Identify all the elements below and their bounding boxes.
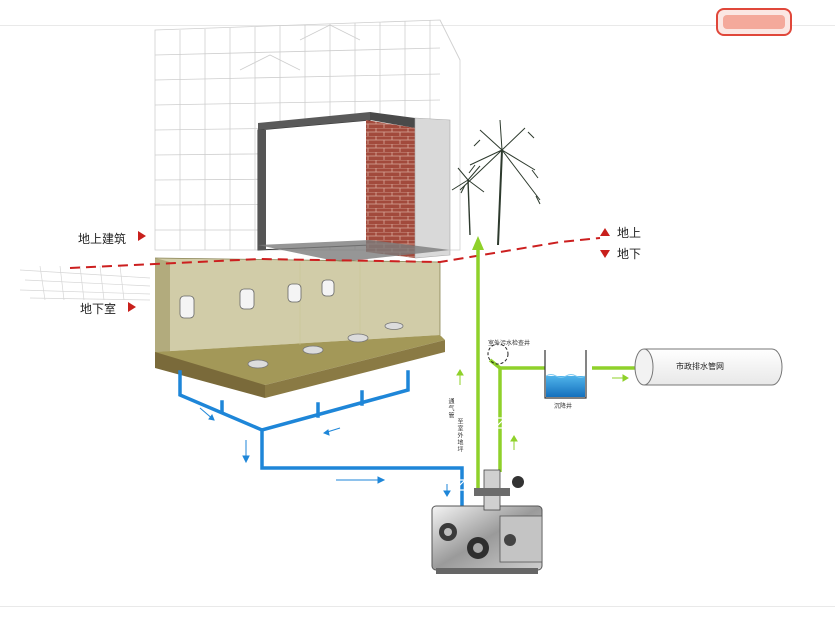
ground-floor-room (257, 112, 451, 262)
red-triangle-up-icon (600, 228, 610, 236)
label-sedimentation-well: 沉降井 (554, 403, 573, 410)
red-triangle-down-icon (600, 250, 610, 258)
lifting-pump-station-icon (431, 469, 543, 574)
top-divider (0, 25, 835, 26)
inspection-well-marker (487, 343, 509, 365)
red-triangle-right-icon (128, 302, 136, 312)
label-above-ground: 地上 (617, 226, 642, 240)
vent-arrow-up (472, 236, 484, 250)
vent-flow-arrows (456, 369, 629, 450)
corner-badge[interactable] (716, 8, 792, 36)
ground-level-line (69, 237, 601, 269)
sedimentation-well-icon (544, 350, 587, 399)
label-outdoor-vent: 至室外地坪 (456, 418, 463, 453)
drain-pipe (178, 370, 464, 517)
drain-flow-arrows (199, 407, 451, 497)
floor-drain-icon (247, 322, 404, 369)
brick-wall (366, 120, 415, 258)
label-basement: 地下室 (80, 302, 117, 316)
ground-hatch (19, 265, 151, 301)
label-vent-pipe: 通气管 (447, 398, 454, 419)
label-municipal-sewer: 市政排水管网 (676, 362, 724, 371)
label-above-ground-building: 地上建筑 (78, 232, 127, 246)
label-below-ground: 地下 (617, 247, 642, 261)
red-triangle-right-icon (138, 231, 146, 241)
label-outdoor-inspection-well: 室外污水检查井 (488, 340, 531, 347)
bottom-divider (0, 606, 835, 607)
palm-tree-icon (451, 119, 541, 246)
basement-room (154, 257, 445, 398)
municipal-sewer-pipe (634, 348, 783, 386)
urinal-icon (179, 279, 335, 319)
